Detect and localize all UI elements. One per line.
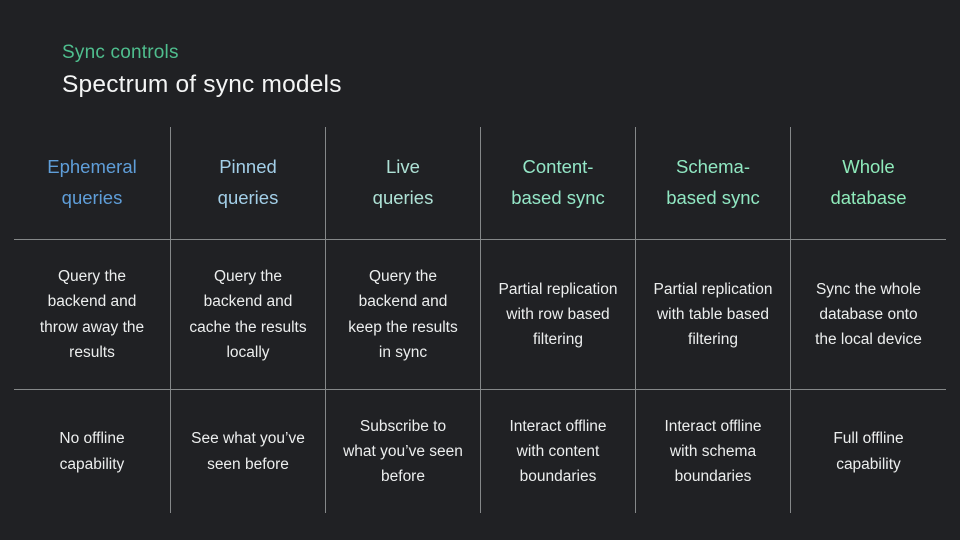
- sync-models-table: Ephemeral queries Pinned queries Live qu…: [14, 127, 946, 513]
- table-cell-offline-ephemeral: No offline capability: [14, 389, 170, 513]
- table-cell-model-ephemeral: Query the backend and throw away the res…: [14, 239, 170, 389]
- column-header-schema-based-sync: Schema- based sync: [635, 127, 790, 239]
- table-cell-offline-pinned: See what you’ve seen before: [170, 389, 325, 513]
- table-cell-model-schema: Partial replication with table based fil…: [635, 239, 790, 389]
- table-cell-offline-content: Interact offline with content boundaries: [480, 389, 635, 513]
- table-cell-offline-schema: Interact offline with schema boundaries: [635, 389, 790, 513]
- slide-kicker: Sync controls: [62, 42, 179, 63]
- table-cell-model-live: Query the backend and keep the results i…: [325, 239, 480, 389]
- table-cell-offline-whole: Full offline capability: [790, 389, 946, 513]
- column-header-pinned-queries: Pinned queries: [170, 127, 325, 239]
- title-block: Sync controls Spectrum of sync models: [62, 41, 342, 99]
- table-cell-model-pinned: Query the backend and cache the results …: [170, 239, 325, 389]
- column-header-content-based-sync: Content- based sync: [480, 127, 635, 239]
- table-cell-offline-live: Subscribe to what you’ve seen before: [325, 389, 480, 513]
- table-cell-model-content: Partial replication with row based filte…: [480, 239, 635, 389]
- column-header-ephemeral-queries: Ephemeral queries: [47, 156, 137, 208]
- column-header-whole-database: Whole database: [790, 127, 946, 239]
- table-cell-model-whole: Sync the whole database onto the local d…: [790, 239, 946, 389]
- page-title: Spectrum of sync models: [62, 70, 342, 98]
- column-header-live-queries: Live queries: [325, 127, 480, 239]
